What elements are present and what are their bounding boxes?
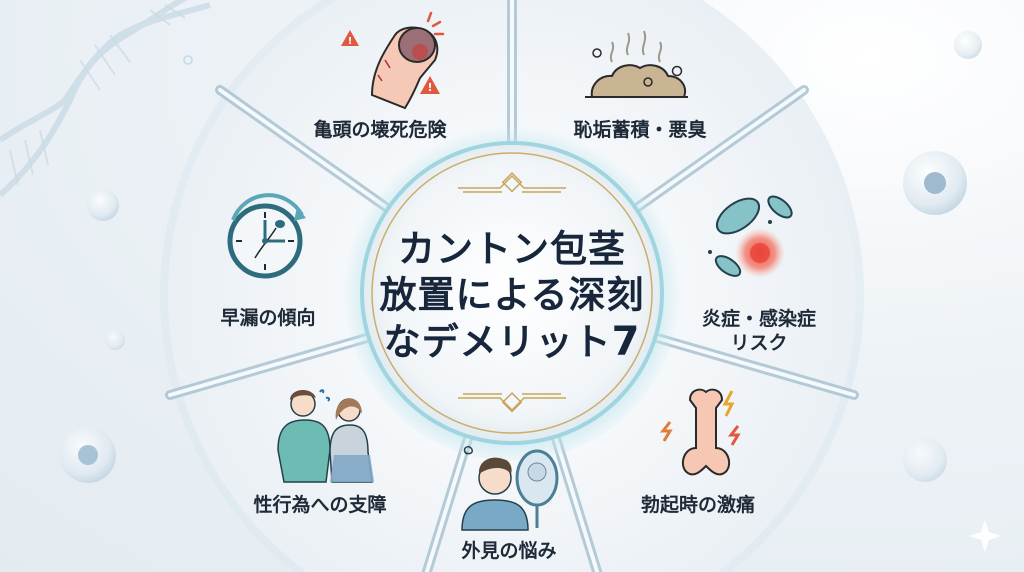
bubble-icon [87,189,119,221]
label-line-1: 炎症・感染症 [701,308,817,330]
title-line-2: 放置による深刻 [379,273,645,317]
center-circle [360,141,664,445]
worried-couple-icon [277,389,374,483]
necrosis-warning-icon: ! ! [341,11,445,110]
segment-label-erection-pain: 勃起時の激痛 [640,494,756,516]
smegma-odor-icon [585,30,688,98]
title-line-3: なデメリット7 [380,319,645,366]
title-line-3-text: なデメリット [383,320,612,364]
segment-label-sex-difficulty: 性行為への支障 [253,494,387,516]
svg-text:!: ! [348,36,353,47]
bacteria-inflammation-icon [708,195,793,278]
segment-label-smegma-odor: 恥垢蓄積・悪臭 [573,119,707,141]
gold-ornament-top [458,172,566,193]
title-line-1: カントン包茎 [397,227,626,271]
gold-ornament-bottom [458,392,566,413]
segment-label-inflammation-infection: 炎症・感染症 リスク [702,307,816,355]
segment-label-premature-ejaculation: 早漏の傾向 [220,307,316,329]
label-line-2: リスク [730,332,788,354]
pain-lightning-icon [659,388,741,476]
center-title: カントン包茎 放置による深刻 なデメリット7 [380,227,645,366]
clock-sperm-icon [227,193,306,279]
title-number: 7 [611,318,641,365]
segment-label-glans-necrosis: 亀頭の壊死危険 [313,119,447,141]
segment-label-appearance-worry: 外見の悩み [461,540,557,562]
mirror-worried-man-icon [461,445,559,531]
svg-text:!: ! [427,81,432,94]
sparkle-icon [969,520,1001,552]
